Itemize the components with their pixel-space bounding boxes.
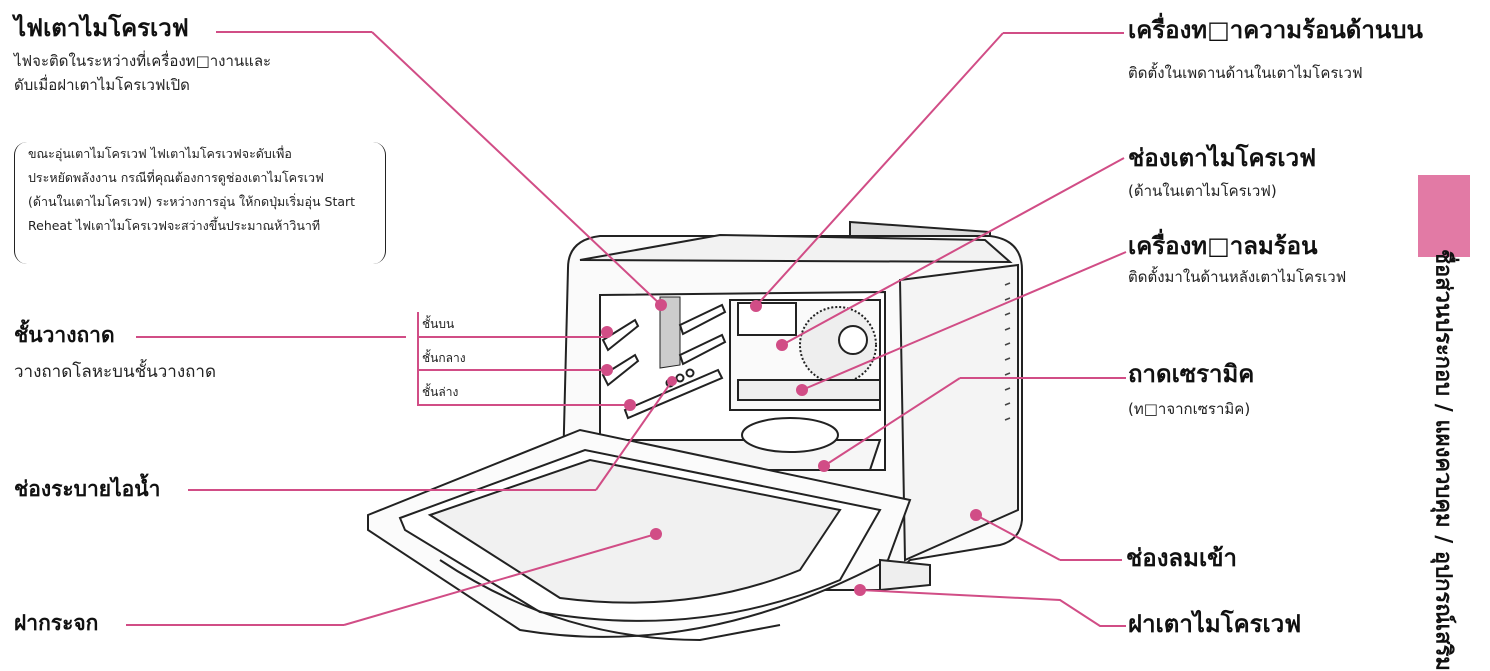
dot-door: [854, 584, 866, 596]
steam-vent-title: ช่องระบายไอนํ้า: [14, 477, 161, 501]
top-heater-title: เครื่องท□าความร้อนด้านบน: [1128, 16, 1423, 44]
ceramic-desc: (ท□าจากเซรามิค): [1128, 400, 1251, 418]
dot-glass: [650, 528, 662, 540]
cavity-title: ช่องเตาไมโครเวฟ: [1128, 144, 1317, 172]
section-tab-text: ชื่อส่วนประกอบ / แผงควบคุม / อุปกรณ์เสริ…: [1430, 249, 1456, 671]
rack-desc: วางถาดโลหะบนชั้นวางถาด: [14, 362, 216, 382]
air-intake-title: ช่องลมเข้า: [1126, 544, 1238, 572]
oven-light-desc-2: ดับเมื่อฝาเตาไมโครเวฟเปิด: [14, 76, 190, 94]
leader-door: [859, 589, 1126, 627]
note-paren-right: [373, 142, 386, 264]
convection-title: เครื่องท□าลมร้อน: [1128, 232, 1318, 260]
cavity-desc: (ด้านในเตาไมโครเวฟ): [1128, 182, 1277, 200]
shelf-bottom-label: ชั้นล่าง: [422, 385, 459, 399]
note-paren-left: [14, 142, 27, 264]
note-line-4: Reheat ไฟเตาไมโครเวฟจะสว่างขึ้นประมาณห้า…: [28, 218, 321, 233]
leader-shelves: [417, 312, 630, 406]
note-box: ขณะอุ่นเตาไมโครเวฟ ไฟเตาไมโครเวฟจะดับเพื…: [14, 142, 386, 264]
shelf-middle-label: ชั้นกลาง: [422, 351, 466, 365]
dot-ceramic: [818, 460, 830, 472]
dot-shelf-top: [601, 326, 613, 338]
section-tab: [1418, 175, 1470, 257]
oven-light-desc-1: ไฟจะติดในระหว่างที่เครื่องท□างานและ: [14, 52, 272, 70]
dot-air-intake: [970, 509, 982, 521]
leader-convection: [801, 251, 1127, 391]
note-line-3: (ด้านในเตาไมโครเวฟ) ระหว่างการอุ่น ให้กด…: [28, 194, 356, 209]
leader-ceramic-diag: [823, 377, 961, 467]
target-dots: [601, 299, 982, 596]
top-heater-desc: ติดตั้งในเพดานด้านในเตาไมโครเวฟ: [1128, 64, 1363, 82]
dot-shelf-mid: [601, 364, 613, 376]
dot-convection: [796, 384, 808, 396]
dot-top-heater: [750, 300, 762, 312]
convection-desc: ติดตั้งมาในด้านหลังเตาไมโครเวฟ: [1128, 268, 1347, 286]
door-title: ฝาเตาไมโครเวฟ: [1128, 610, 1302, 638]
rack-title: ชั้นวางถาด: [14, 323, 115, 347]
note-line-2: ประหยัดพลังงาน กรณีที่คุณต้องการดูช่องเต…: [28, 170, 324, 185]
ceramic-title: ถาดเซรามิค: [1128, 360, 1255, 388]
leader-cavity: [781, 157, 1125, 346]
leader-steam-diag: [595, 380, 673, 491]
leader-oven-light-diag: [371, 31, 662, 306]
note-line-1: ขณะอุ่นเตาไมโครเวฟ ไฟเตาไมโครเวฟจะดับเพื…: [28, 146, 292, 161]
oven-light-title: ไฟเตาไมโครเวฟ: [14, 14, 189, 42]
glass-title: ฝากระจก: [14, 611, 99, 635]
leader-glass-diag: [343, 533, 657, 626]
leader-lines: [126, 31, 1127, 627]
dot-shelf-bottom: [624, 399, 636, 411]
dot-oven-light: [655, 299, 667, 311]
shelf-top-label: ชั้นบน: [422, 317, 455, 331]
dot-steam-vent: [667, 376, 677, 386]
leader-top-heater-diag: [755, 32, 1004, 307]
oven-illustration: [367, 220, 1023, 642]
dot-cavity: [776, 339, 788, 351]
leader-air-intake-diag: [975, 514, 1061, 561]
